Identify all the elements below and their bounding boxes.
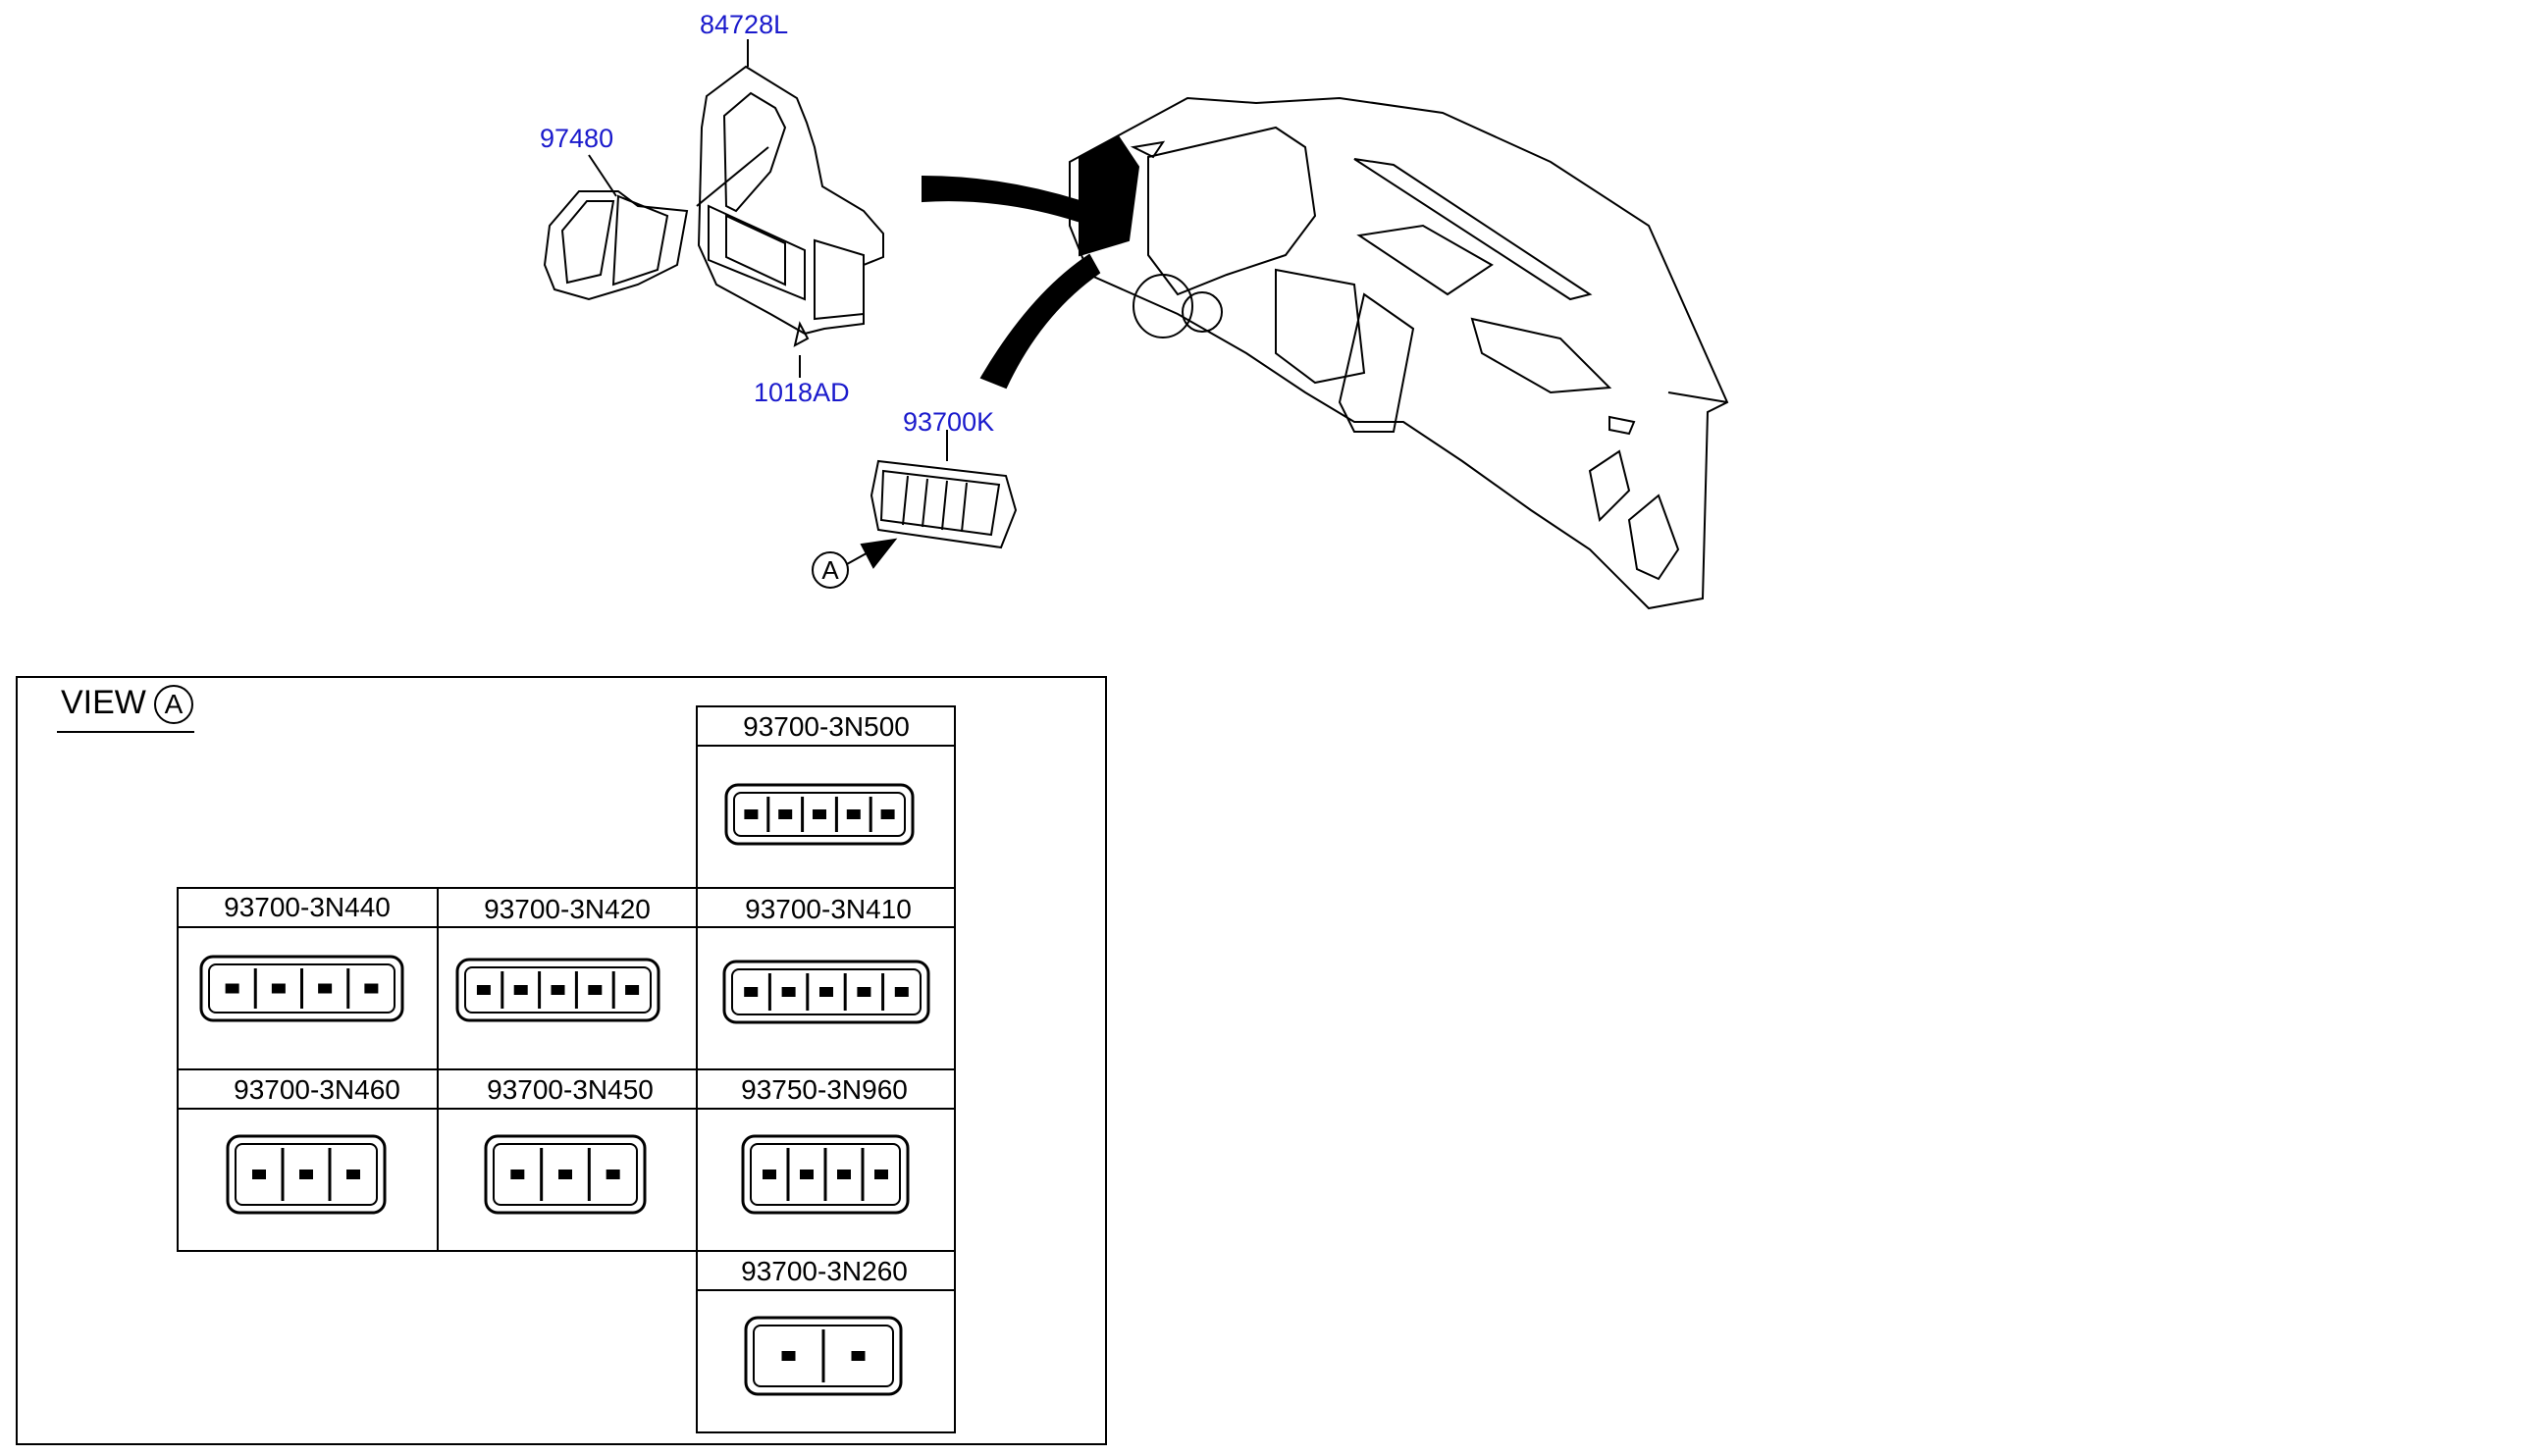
switch-button-icon xyxy=(851,1351,866,1361)
switch-panel-inner xyxy=(464,966,652,1014)
switch-panel-outline xyxy=(455,958,660,1022)
variant-label: 93700-3N450 xyxy=(487,1074,654,1105)
switch-panel-inner xyxy=(753,1325,894,1387)
cell-bottom xyxy=(696,1250,956,1433)
switch-button-icon xyxy=(894,987,909,997)
leader-arrow-lower xyxy=(979,253,1101,390)
variant-label: 93700-3N420 xyxy=(484,894,651,924)
switch-button-icon xyxy=(510,1170,525,1179)
callout-1018AD: 1018AD xyxy=(754,378,850,407)
switch-button-icon xyxy=(781,1351,796,1361)
switch-button-icon xyxy=(744,809,759,819)
switch-button-icon xyxy=(874,1170,888,1179)
switch-button-icon xyxy=(813,809,826,819)
switch-panel-inner xyxy=(493,1143,638,1206)
switch-button-icon xyxy=(800,1170,814,1179)
switch-button-icon xyxy=(513,985,528,995)
switch-button-icon xyxy=(778,809,793,819)
switch-panel-outline xyxy=(484,1134,647,1215)
switch-button-icon xyxy=(837,1170,851,1179)
view-title-text: VIEW xyxy=(61,684,146,721)
switch-button-icon xyxy=(781,987,796,997)
variant-label: 93750-3N960 xyxy=(741,1074,908,1105)
switch-button-icon xyxy=(846,809,861,819)
switch-button-icon xyxy=(763,1170,776,1179)
switch-panel-outline xyxy=(741,1134,910,1215)
switch-panel-outline xyxy=(724,783,915,846)
switch-panel-inner xyxy=(235,1143,378,1206)
switch-button-icon xyxy=(606,1170,620,1179)
switch-panel-outline xyxy=(199,955,404,1022)
switch-button-icon xyxy=(588,985,603,995)
switch-button-icon xyxy=(476,985,491,995)
view-marker: A xyxy=(153,685,193,724)
callout-97480: 97480 xyxy=(540,124,614,153)
switch-button-icon xyxy=(318,983,333,994)
switch-module-93700K xyxy=(870,459,1018,549)
switch-button-icon xyxy=(551,985,565,995)
switch-panel-outline xyxy=(744,1316,903,1396)
switch-panel-inner xyxy=(208,963,395,1014)
leader-arrow-upper xyxy=(922,175,1081,223)
dashboard-assembly xyxy=(1069,96,1729,610)
leader-84728L-b xyxy=(696,146,769,207)
variant-label: 93700-3N260 xyxy=(741,1256,908,1286)
switch-button-icon xyxy=(364,983,379,994)
variant-label: 93700-3N410 xyxy=(745,894,912,924)
switch-button-icon xyxy=(225,983,239,994)
switch-button-icon xyxy=(625,985,640,995)
switch-panel-inner xyxy=(733,792,906,837)
switch-panel-outline xyxy=(722,960,930,1024)
switch-panel-outline xyxy=(226,1134,387,1215)
variant-label: 93700-3N500 xyxy=(743,711,910,742)
switch-button-icon xyxy=(819,987,833,997)
switch-panel-inner xyxy=(750,1143,901,1206)
pointer-marker: A xyxy=(812,551,849,589)
crash-pad-lower-panel xyxy=(697,65,884,347)
switch-button-icon xyxy=(857,987,871,997)
switch-button-icon xyxy=(299,1170,313,1179)
callout-93700K: 93700K xyxy=(903,407,995,437)
switch-panel-inner xyxy=(731,968,922,1015)
switch-button-icon xyxy=(558,1170,572,1179)
callout-84728L: 84728L xyxy=(700,10,789,39)
switch-button-icon xyxy=(271,983,286,994)
pointer-arrow xyxy=(860,538,898,569)
switch-button-icon xyxy=(744,987,759,997)
center-air-vent xyxy=(543,190,689,301)
view-a-frame xyxy=(16,676,1107,1445)
view-title-underline xyxy=(57,731,194,733)
switch-button-icon xyxy=(252,1170,266,1179)
leader-97480 xyxy=(588,154,617,197)
switch-panels xyxy=(199,783,930,1396)
variant-label: 93700-3N460 xyxy=(234,1074,400,1105)
switch-button-icon xyxy=(880,809,895,819)
variant-label: 93700-3N440 xyxy=(224,892,391,922)
switch-button-icon xyxy=(346,1170,360,1179)
